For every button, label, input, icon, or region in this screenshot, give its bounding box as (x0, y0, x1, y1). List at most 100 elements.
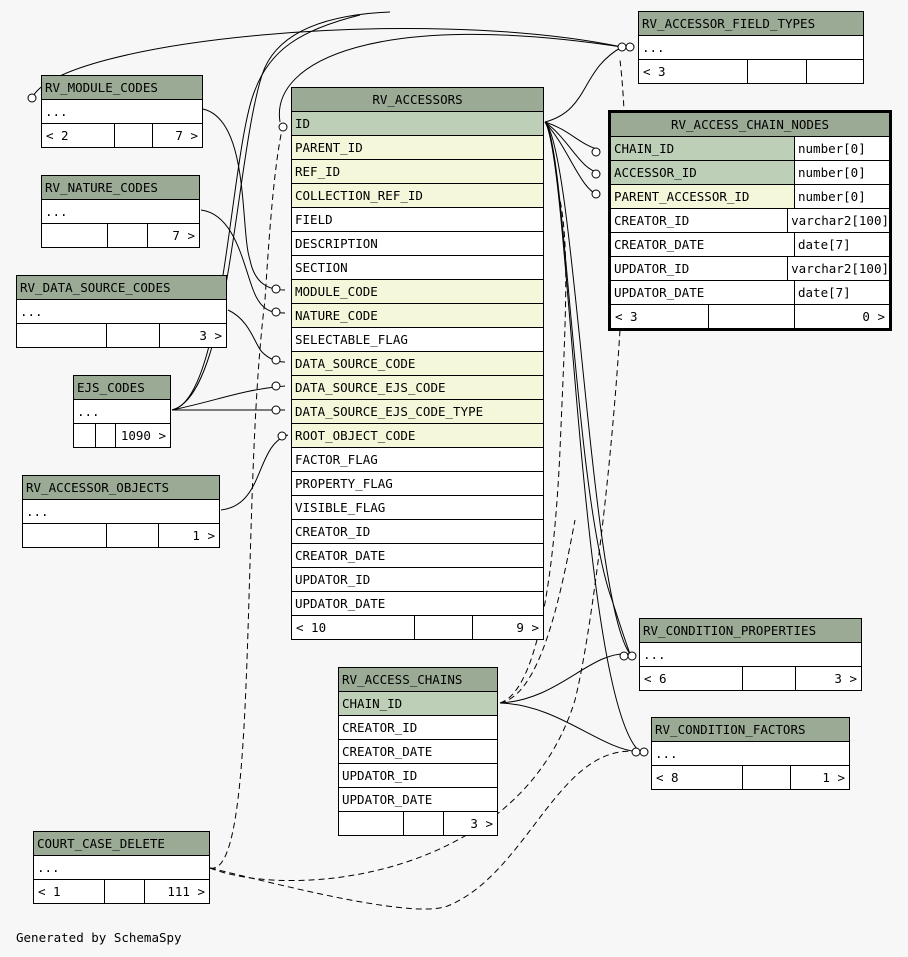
ellipsis-row: ... (74, 400, 170, 424)
table-title: RV_ACCESS_CHAINS (339, 668, 497, 692)
table-rv-module-codes[interactable]: RV_MODULE_CODES ... < 2 7 > (41, 75, 203, 148)
column-name: CREATOR_DATE (614, 237, 705, 252)
column-row[interactable]: DESCRIPTION (292, 232, 543, 256)
child-count[interactable]: 111 > (144, 880, 209, 903)
table-court-case-delete[interactable]: COURT_CASE_DELETE ... < 1 111 > (33, 831, 210, 904)
child-count[interactable]: 1 > (790, 766, 849, 789)
ellipsis-row: ... (652, 742, 849, 766)
table-ejs-codes[interactable]: EJS_CODES ... 1090 > (73, 375, 171, 448)
column-count (104, 880, 144, 903)
column-row[interactable]: DATA_SOURCE_EJS_CODE_TYPE (292, 400, 543, 424)
ellipsis-row: ... (42, 200, 199, 224)
column-type: number[0] (794, 185, 889, 208)
table-rv-nature-codes[interactable]: RV_NATURE_CODES ... 7 > (41, 175, 200, 248)
column-row[interactable]: UPDATOR_DATE date[7] (611, 281, 889, 305)
table-footer: < 1 111 > (34, 880, 209, 903)
table-footer: 1090 > (74, 424, 170, 447)
column-row[interactable]: PROPERTY_FLAG (292, 472, 543, 496)
table-footer: 7 > (42, 224, 199, 247)
ellipsis-row: ... (42, 100, 202, 124)
column-row[interactable]: CREATOR_DATE date[7] (611, 233, 889, 257)
parent-count[interactable]: < 8 (656, 770, 679, 785)
table-rv-condition-properties[interactable]: RV_CONDITION_PROPERTIES ... < 6 3 > (639, 618, 862, 691)
table-footer: 3 > (17, 324, 226, 347)
ellipsis-row: ... (639, 36, 863, 60)
column-row[interactable]: MODULE_CODE (292, 280, 543, 304)
child-count[interactable] (806, 60, 863, 83)
column-row[interactable]: UPDATOR_DATE (339, 788, 497, 812)
table-rv-access-chains[interactable]: RV_ACCESS_CHAINS CHAIN_ID CREATOR_ID CRE… (338, 667, 498, 836)
column-type: varchar2[100] (787, 209, 889, 232)
table-rv-accessor-objects[interactable]: RV_ACCESSOR_OBJECTS ... 1 > (22, 475, 220, 548)
table-rv-accessors[interactable]: RV_ACCESSORS ID PARENT_ID REF_ID COLLECT… (291, 87, 544, 640)
parent-count[interactable]: < 2 (46, 128, 69, 143)
table-title: RV_ACCESS_CHAIN_NODES (611, 113, 889, 137)
child-count[interactable]: 1 > (158, 524, 219, 547)
parent-count[interactable] (42, 224, 107, 247)
parent-count[interactable]: < 10 (296, 620, 327, 635)
child-count[interactable]: 0 > (794, 305, 889, 328)
parent-count[interactable] (74, 424, 95, 447)
child-count[interactable]: 1090 > (115, 424, 170, 447)
column-row[interactable]: CREATOR_DATE (339, 740, 497, 764)
column-row[interactable]: REF_ID (292, 160, 543, 184)
column-count (403, 812, 443, 835)
column-row[interactable]: ID (292, 112, 543, 136)
column-row[interactable]: COLLECTION_REF_ID (292, 184, 543, 208)
table-footer: < 6 3 > (640, 667, 861, 690)
column-count (107, 224, 147, 247)
column-row[interactable]: CREATOR_ID (339, 716, 497, 740)
column-row[interactable]: UPDATOR_ID (292, 568, 543, 592)
table-footer: < 8 1 > (652, 766, 849, 789)
column-row[interactable]: CREATOR_DATE (292, 544, 543, 568)
column-row[interactable]: FACTOR_FLAG (292, 448, 543, 472)
column-row[interactable]: VISIBLE_FLAG (292, 496, 543, 520)
column-row[interactable]: PARENT_ACCESSOR_ID number[0] (611, 185, 889, 209)
column-row[interactable]: CHAIN_ID (339, 692, 497, 716)
table-footer: < 3 0 > (611, 305, 889, 328)
column-row[interactable]: CHAIN_ID number[0] (611, 137, 889, 161)
column-count (742, 667, 795, 690)
column-row[interactable]: PARENT_ID (292, 136, 543, 160)
column-row[interactable]: NATURE_CODE (292, 304, 543, 328)
column-row[interactable]: UPDATOR_ID varchar2[100] (611, 257, 889, 281)
table-title: RV_ACCESSOR_OBJECTS (23, 476, 219, 500)
generated-by-label: Generated by SchemaSpy (16, 930, 182, 945)
column-count (106, 324, 159, 347)
column-row[interactable]: ROOT_OBJECT_CODE (292, 424, 543, 448)
column-row[interactable]: DATA_SOURCE_EJS_CODE (292, 376, 543, 400)
child-count[interactable]: 3 > (159, 324, 226, 347)
column-count (95, 424, 115, 447)
column-row[interactable]: ACCESSOR_ID number[0] (611, 161, 889, 185)
column-row[interactable]: UPDATOR_DATE (292, 592, 543, 616)
column-type: date[7] (794, 233, 889, 256)
child-count[interactable]: 3 > (443, 812, 497, 835)
child-count[interactable]: 3 > (795, 667, 861, 690)
parent-count[interactable]: < 3 (615, 309, 638, 324)
table-rv-condition-factors[interactable]: RV_CONDITION_FACTORS ... < 8 1 > (651, 717, 850, 790)
column-row[interactable]: DATA_SOURCE_CODE (292, 352, 543, 376)
column-row[interactable]: CREATOR_ID varchar2[100] (611, 209, 889, 233)
parent-count[interactable] (17, 324, 106, 347)
table-rv-access-chain-nodes[interactable]: RV_ACCESS_CHAIN_NODES CHAIN_ID number[0]… (608, 110, 892, 331)
column-count (742, 766, 790, 789)
parent-count[interactable]: < 3 (643, 64, 666, 79)
table-rv-accessor-field-types[interactable]: RV_ACCESSOR_FIELD_TYPES ... < 3 (638, 11, 864, 84)
child-count[interactable]: 7 > (147, 224, 199, 247)
column-count (747, 60, 806, 83)
child-count[interactable]: 9 > (472, 616, 543, 639)
table-title: RV_NATURE_CODES (42, 176, 199, 200)
table-rv-data-source-codes[interactable]: RV_DATA_SOURCE_CODES ... 3 > (16, 275, 227, 348)
child-count[interactable]: 7 > (152, 124, 202, 147)
column-row[interactable]: CREATOR_ID (292, 520, 543, 544)
parent-count[interactable]: < 1 (38, 884, 61, 899)
column-row[interactable]: SELECTABLE_FLAG (292, 328, 543, 352)
table-title: RV_CONDITION_FACTORS (652, 718, 849, 742)
column-row[interactable]: UPDATOR_ID (339, 764, 497, 788)
parent-count[interactable] (23, 524, 106, 547)
column-row[interactable]: SECTION (292, 256, 543, 280)
parent-count[interactable]: < 6 (644, 671, 667, 686)
column-name: UPDATOR_DATE (614, 285, 705, 300)
parent-count[interactable] (339, 812, 403, 835)
column-row[interactable]: FIELD (292, 208, 543, 232)
